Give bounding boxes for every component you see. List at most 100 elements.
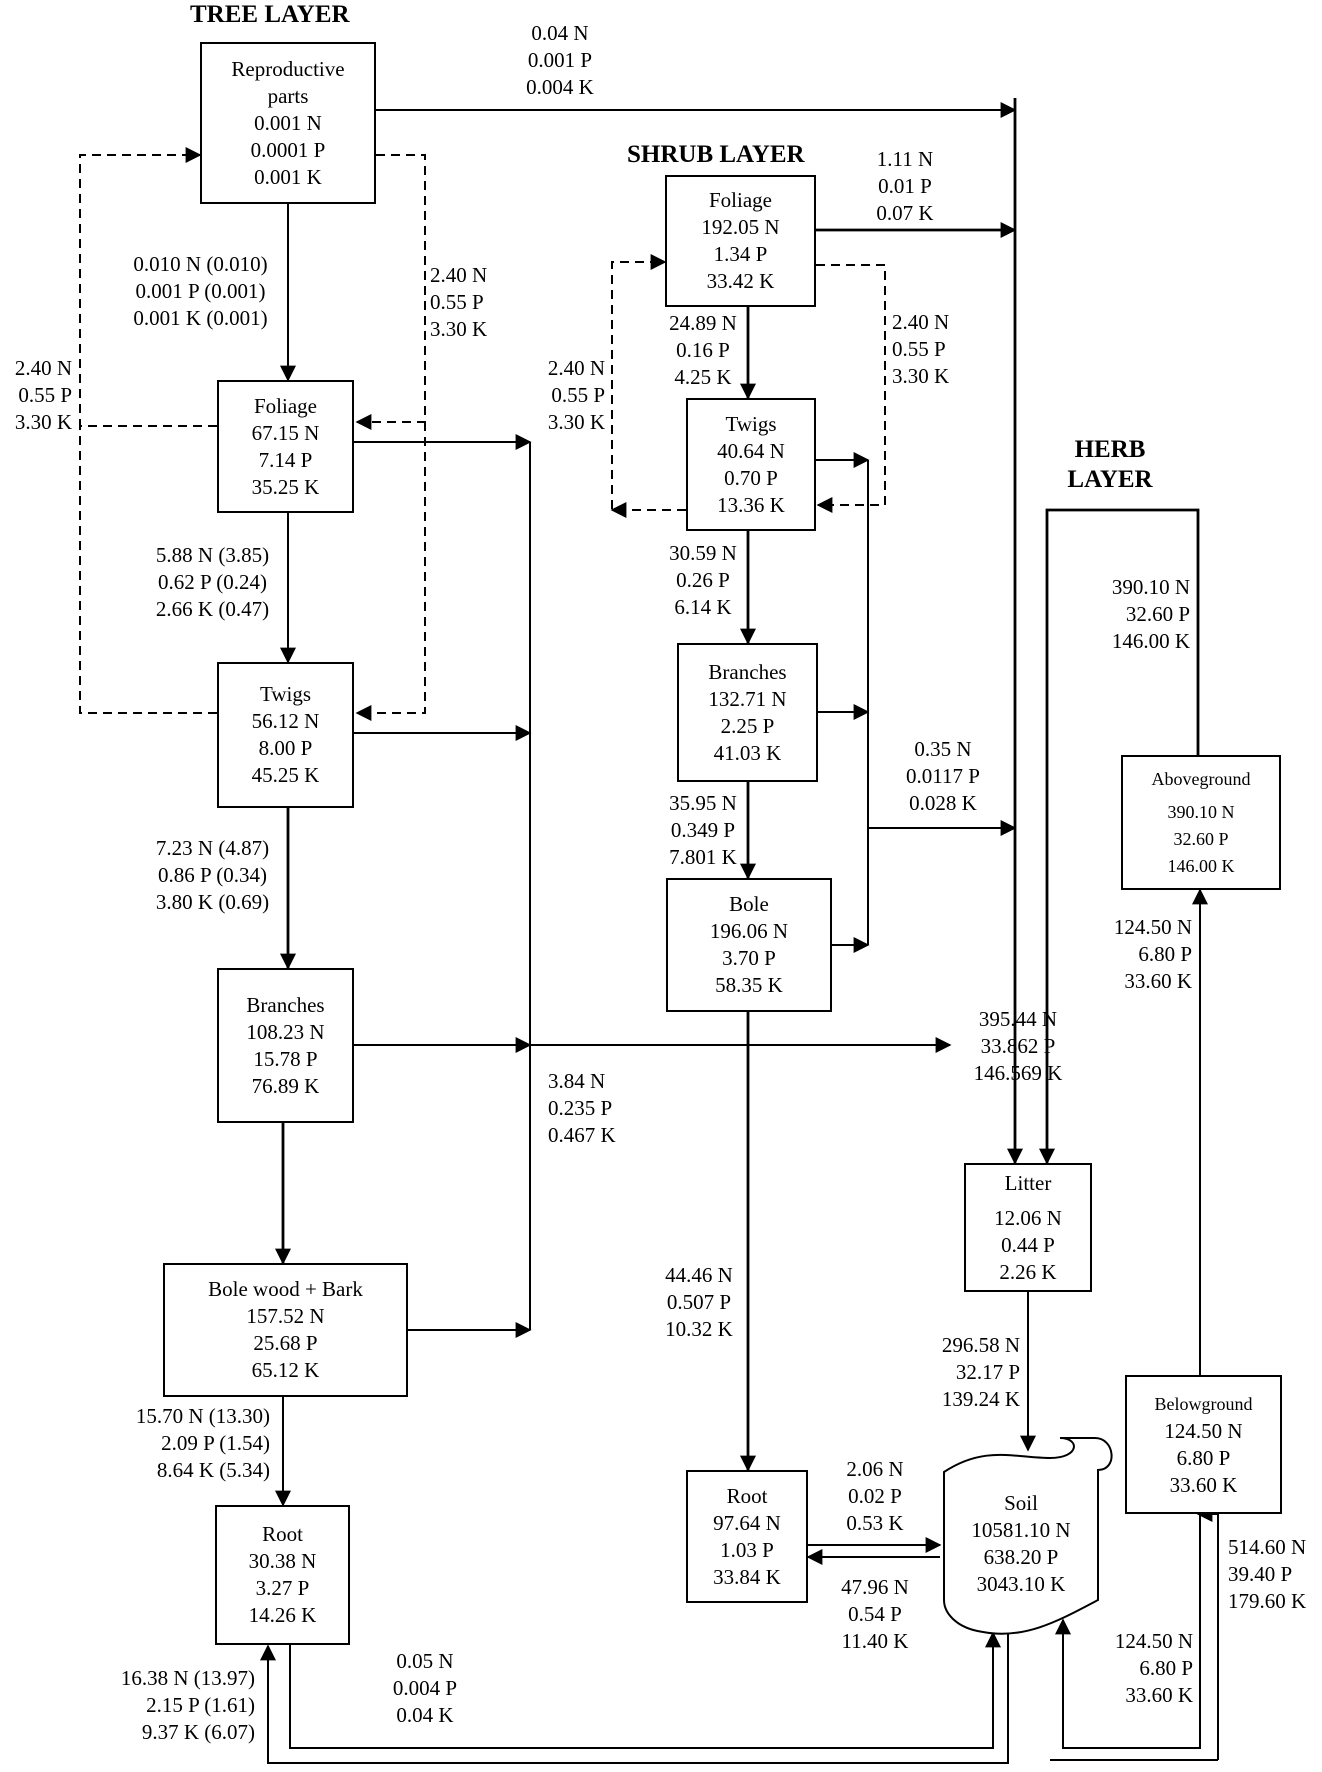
box-k: 65.12 K [251,1358,320,1382]
box-p: 0.70 P [724,465,778,490]
flow-n: 0.05 N [396,1649,454,1673]
flow-n: 0.04 N [531,21,589,45]
box-p: 3.27 P [255,1576,310,1600]
tree-root-box: Root 30.38 N 3.27 P 14.26 K [215,1505,350,1645]
flow-p: 6.80 P [1139,1656,1193,1680]
flow-n: 35.95 N [669,791,737,815]
box-name: Root [262,1522,303,1546]
flow-p: 0.55 P [18,383,72,407]
box-k: 0.001 K [254,164,322,189]
shrub-twigs-box: Twigs 40.64 N 0.70 P 13.36 K [686,398,816,531]
soil-to-treeroot-arrow [260,1612,1009,1764]
box-n: 56.12 N [251,709,320,733]
flow-n: 124.50 N [1114,1629,1193,1653]
flow-p: 0.01 P [878,174,932,198]
box-name: Branches [246,992,325,1017]
flow-p: 33.862 P [980,1034,1056,1058]
box-k: 35.25 K [251,474,320,499]
box-p: 0.0001 P [250,137,326,162]
herb-above-flow-label: 390.10 N 32.60 P 146.00 K [1075,574,1190,655]
flow-n: 0.35 N [914,737,972,761]
flow-p: 0.004 P [392,1676,458,1700]
flow-k: 0.004 K [526,75,594,99]
shrub-layer-title: SHRUB LAYER [627,141,805,168]
box-p: 0.44 P [1001,1232,1055,1257]
flow-n: 44.46 N [665,1263,733,1287]
herb-aboveground-box: Aboveground 390.10 N 32.60 P 146.00 K [1121,755,1281,890]
flow-p: 0.0117 P [906,764,980,788]
flow-n: 395.44 N [978,1007,1058,1031]
flow-k: 8.64 K (5.34) [156,1458,270,1482]
tree-layer-title: TREE LAYER [190,1,350,28]
tree-retrans-right-arrow [355,154,426,430]
sbole-sroot-flow-label: 44.46 N 0.507 P 10.32 K [656,1262,742,1343]
flow-p: 2.09 P (1.54) [161,1431,270,1455]
below-above-flow-label: 124.50 N 6.80 P 33.60 K [1090,914,1192,995]
herb-belowground-box: Belowground 124.50 N 6.80 P 33.60 K [1125,1375,1282,1514]
shrub-retrans-right-label: 2.40 N 0.55 P 3.30 K [892,309,949,390]
below-to-soil-arrow [1055,1514,1201,1749]
box-k: 33.84 K [713,1564,781,1589]
flow-p: 0.55 P [430,290,484,314]
flow-n: 2.40 N [14,356,72,380]
soil-p: 638.20 P [983,1545,1059,1569]
box-name: Bole [729,892,769,916]
soil-n: 10581.10 N [971,1518,1071,1542]
box-n: 196.06 N [709,919,789,943]
box-n: 0.001 N [254,110,322,135]
box-p: 1.03 P [720,1537,774,1562]
flow-k: 3.30 K [14,410,72,434]
soil-k: 3043.10 K [976,1572,1066,1596]
sfoliage-stwigs-flow-label: 24.89 N 0.16 P 4.25 K [660,310,746,391]
box-name: Belowground [1154,1393,1253,1414]
foliage-twigs-flow-label: 5.88 N (3.85) 0.62 P (0.24) 2.66 K (0.47… [140,542,285,623]
flow-n: 2.40 N [547,356,605,380]
shrub-bole-box: Bole 196.06 N 3.70 P 58.35 K [666,878,832,1012]
flow-p: 0.55 P [892,337,946,361]
flow-n: 3.84 N [548,1069,606,1093]
box-k: 14.26 K [248,1603,317,1627]
flow-k: 0.001 K (0.001) [133,306,268,330]
box-p: 3.70 P [722,946,776,970]
flow-k: 0.07 K [876,201,934,225]
flow-p: 32.60 P [1125,602,1190,626]
tree-branches-box: Branches 108.23 N 15.78 P 76.89 K [217,968,354,1123]
box-p: 2.25 P [720,713,775,738]
total-litter-flow-label: 395.44 N 33.862 P 146.569 K [958,1006,1078,1087]
flow-n: 514.60 N [1228,1535,1307,1559]
litter-box: Litter 12.06 N 0.44 P 2.26 K [964,1163,1092,1292]
tree-retrans-right-label: 2.40 N 0.55 P 3.30 K [430,262,487,343]
sbranches-sbole-flow-label: 35.95 N 0.349 P 7.801 K [660,790,746,871]
flow-k: 3.80 K (0.69) [155,890,270,914]
box-name: Reproductive parts [231,56,345,108]
flow-k: 0.467 K [548,1123,616,1147]
flow-n: 0.010 N (0.010) [133,252,268,276]
flow-p: 0.54 P [848,1602,902,1626]
flow-p: 0.62 P (0.24) [158,570,267,594]
tree-retrans-left-arrow [79,147,217,427]
tree-reproductive-box: Reproductive parts 0.001 N 0.0001 P 0.00… [200,42,376,204]
flow-k: 0.028 K [909,791,977,815]
flow-n: 124.50 N [1113,915,1192,939]
tree-retrans-right-twigs-arrow [355,422,426,721]
flow-k: 6.14 K [674,595,732,619]
flow-k: 10.32 K [665,1317,733,1341]
box-k: 33.42 K [706,269,775,293]
flow-k: 33.60 K [1125,1683,1193,1707]
flow-k: 4.25 K [674,365,732,389]
repro-litter-flow-label: 0.04 N 0.001 P 0.004 K [485,20,635,101]
flow-p: 6.80 P [1138,942,1192,966]
flow-n: 2.40 N [892,310,950,334]
twigs-branches-flow-label: 7.23 N (4.87) 0.86 P (0.34) 3.80 K (0.69… [140,835,285,916]
flow-n: 5.88 N (3.85) [155,543,270,567]
box-name: Bole wood + Bark [208,1277,363,1301]
herb-to-litter-arrow [1039,508,1200,1165]
soil-label: Soil 10581.10 N 638.20 P 3043.10 K [956,1490,1086,1598]
flow-p: 0.26 P [676,568,730,592]
box-name: Foliage [709,188,772,212]
box-p: 15.78 P [253,1046,318,1071]
flow-n: 390.10 N [1111,575,1190,599]
flow-p: 0.55 P [551,383,605,407]
box-n: 157.52 N [246,1304,325,1328]
